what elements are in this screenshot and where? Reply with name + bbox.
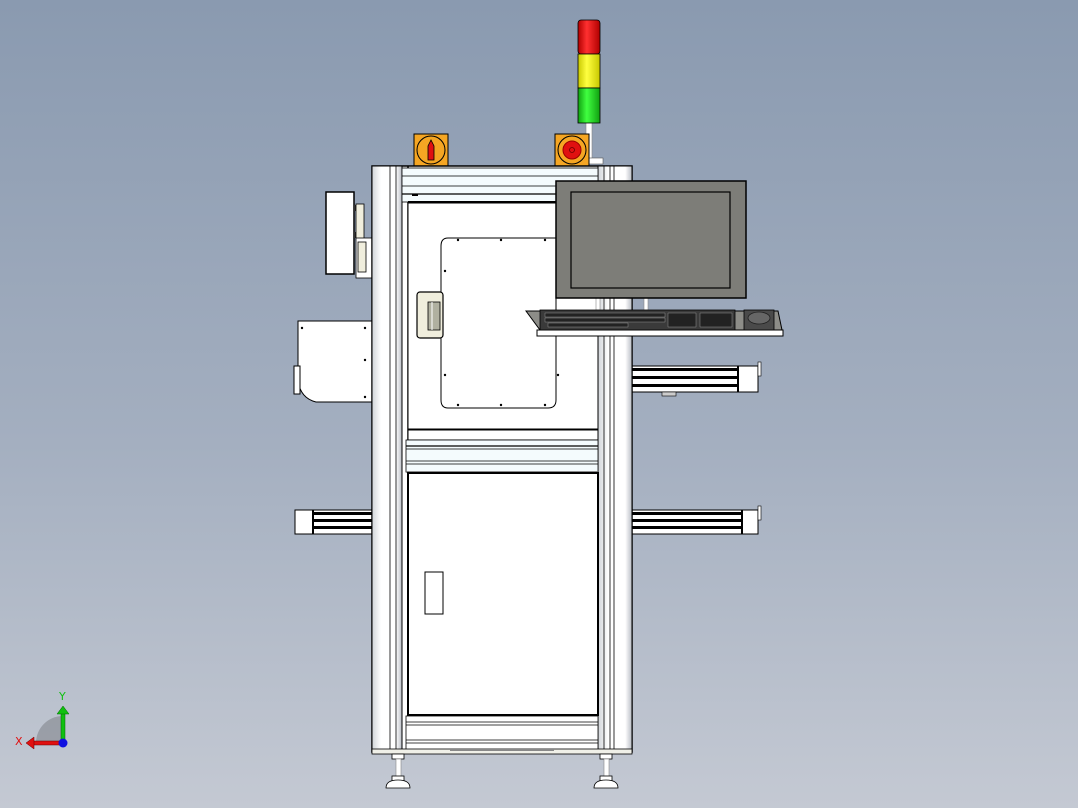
- monitor-screen: [570, 191, 731, 289]
- lower-door-lock[interactable]: [424, 571, 444, 615]
- upper-door-window: [440, 237, 560, 409]
- signal-light-yellow: [577, 53, 601, 89]
- monitor: [555, 180, 747, 311]
- z-axis-dot: [58, 738, 68, 748]
- coordinate-triad: Y X: [15, 690, 70, 750]
- conveyor-rail-upper-right: [629, 361, 762, 397]
- x-axis-arrow: [31, 740, 64, 746]
- x-axis-label: X: [15, 735, 23, 748]
- conveyor-rail-lower-left: [294, 509, 376, 535]
- y-axis-arrow: [60, 711, 66, 744]
- emergency-stop-button: [554, 133, 590, 167]
- door-handle[interactable]: [416, 291, 444, 339]
- conveyor-rail-lower-right: [629, 505, 762, 535]
- leveling-feet: [385, 753, 619, 789]
- selector-switch: [413, 133, 449, 167]
- keyboard-tray[interactable]: [525, 309, 784, 337]
- signal-light-red: [577, 19, 601, 55]
- side-panel-box: [293, 320, 373, 403]
- side-electrical-box: [325, 191, 373, 279]
- signal-light-green: [577, 87, 601, 124]
- y-axis-label: Y: [58, 690, 66, 703]
- lower-cabinet-door: [407, 472, 599, 716]
